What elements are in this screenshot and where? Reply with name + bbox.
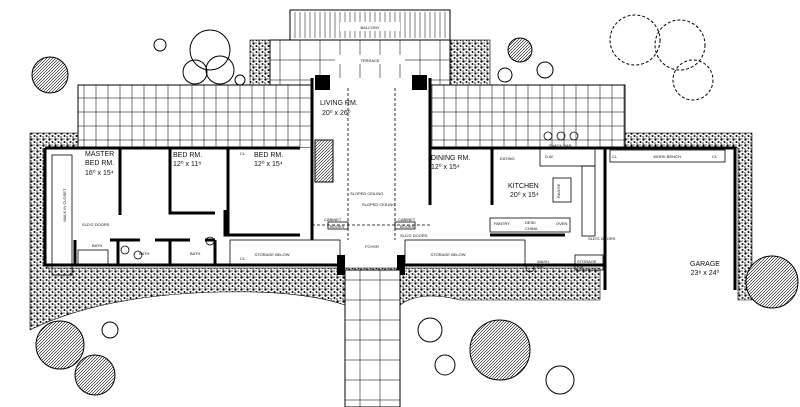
entry-walkway: [344, 269, 401, 407]
sliding-doors-label-3: SLD'G DOORS: [588, 236, 616, 241]
sloped-ceiling-label-2: SLOPED CEILING: [362, 202, 395, 207]
oven-label: OVEN: [556, 221, 567, 226]
master-bed-label-2: BED RM.: [85, 160, 114, 167]
range-label: RANGE: [556, 183, 561, 198]
bed-room-2-label: BED RM.: [254, 152, 283, 159]
closet-label-garage: CL: [612, 154, 618, 159]
storage-room-label-1: STORAGE: [577, 259, 597, 264]
eating-label: EATING: [500, 156, 515, 161]
china-label: CHINA: [525, 226, 538, 231]
bed-room-1-size: 12⁰ x 11⁸: [173, 160, 201, 168]
bath-label-2: BATH: [139, 251, 149, 256]
desk-label: DESK: [525, 220, 536, 225]
bath-label-1: BATH: [92, 243, 102, 248]
storage-below-left: STORAGE BELOW: [254, 252, 289, 257]
snack-bar-label: SNACK BAR: [548, 143, 571, 148]
dining-room-size: 12⁰ x 15⁴: [431, 163, 460, 171]
storage-room-label-2: RM.: [577, 264, 584, 269]
living-room-label: LIVING RM.: [320, 100, 358, 107]
fireplace: [314, 139, 334, 183]
kitchen-label: KITCHEN: [508, 183, 539, 190]
storage-below-right: STORAGE BELOW: [430, 252, 465, 257]
sloped-ceiling-lines: [312, 88, 430, 240]
closet-label-hall: CL: [240, 256, 246, 261]
sliding-doors-label-1: SLD'G DOORS: [82, 222, 110, 227]
room-labels: LIVING RM. 20⁰ x 26⁰ MASTER BED RM. 16⁰ …: [62, 100, 720, 277]
master-bed-label-1: MASTER: [85, 151, 114, 158]
balcony-label: BALCONY: [360, 25, 379, 30]
books-label-2: BOOKS: [400, 224, 415, 229]
foyer-label: FOYER: [365, 244, 379, 249]
cabinet-label-2: CABINET: [398, 217, 416, 222]
master-bed-size: 16⁰ x 15⁴: [85, 169, 114, 177]
sliding-doors-label-2: SLD'G DOORS: [400, 233, 428, 238]
garage-label: GARAGE: [690, 261, 720, 268]
balcony-slats: [294, 12, 446, 38]
pantry-label: PANTRY: [494, 221, 510, 226]
walk-in-closet-label: WALK IN CLOSET: [62, 188, 67, 222]
closet-label-garage-2: CL: [712, 154, 718, 159]
living-room-size: 20⁰ x 26⁰: [322, 109, 351, 117]
bed-room-2-size: 12⁰ x 15⁴: [254, 160, 283, 168]
dishwasher-label: D.W.: [545, 154, 554, 159]
books-label-1: BOOKS: [330, 224, 345, 229]
landscape-trees: [31, 14, 799, 396]
wash-room-label-1: WASH: [537, 259, 549, 264]
walls: [43, 75, 737, 290]
closet-label-bed: CL: [240, 151, 246, 156]
garage-size: 23⁸ x 24⁰: [691, 269, 720, 277]
dining-room-label: DINING RM.: [431, 155, 470, 162]
fixtures: [51, 131, 726, 276]
gravel-beds: [29, 39, 753, 346]
wash-room-label-2: RM.: [537, 264, 544, 269]
bed-room-1-label: BED RM.: [173, 152, 202, 159]
kitchen-size: 20⁰ x 15⁴: [510, 191, 539, 199]
work-bench-label: WORK BENCH: [653, 154, 681, 159]
terrace-label: TERRACE: [360, 58, 379, 63]
sloped-ceiling-label-1: SLOPED CEILING: [350, 191, 383, 196]
cabinet-label-1: CABINET: [324, 217, 342, 222]
bath-label-3: BATH: [190, 251, 200, 256]
